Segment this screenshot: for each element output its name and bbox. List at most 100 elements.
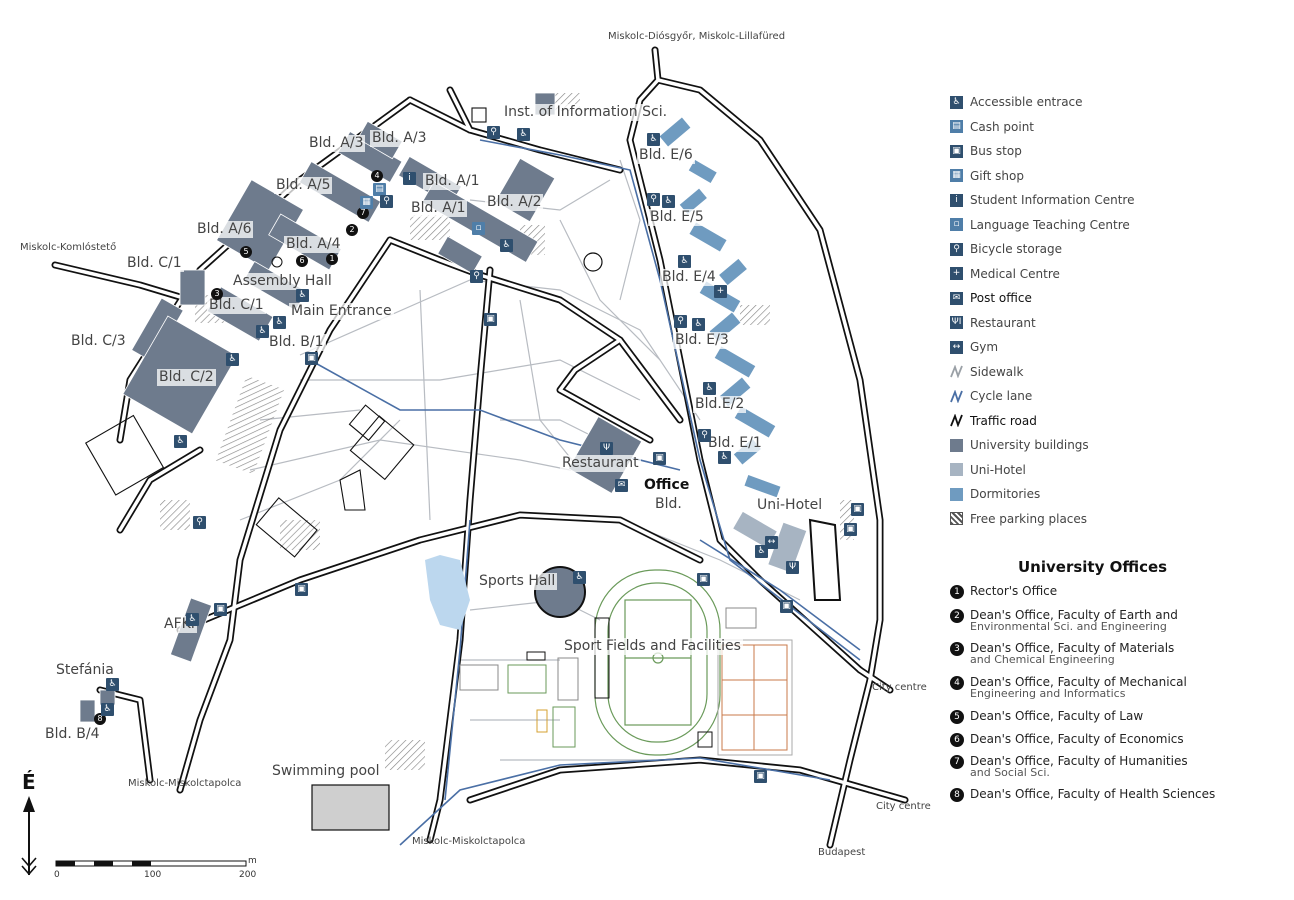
- office-marker-6[interactable]: 6: [296, 255, 308, 267]
- legend-item-label: University buildings: [970, 438, 1089, 453]
- label-inst-information[interactable]: Inst. of Information Sci.: [502, 104, 670, 121]
- label-bld-e5[interactable]: Bld. E/5: [648, 209, 706, 226]
- office-marker-2[interactable]: 2: [346, 224, 358, 236]
- label-swimming-pool[interactable]: Swimming pool: [270, 763, 382, 780]
- fork-knife-icon[interactable]: Ψ: [600, 442, 613, 455]
- bus-stop-icon[interactable]: ▣: [844, 523, 857, 536]
- legend-item-label: Gift shop: [970, 168, 1024, 183]
- bus-stop-icon[interactable]: ▣: [780, 600, 793, 613]
- legend-item-label: Dormitories: [970, 487, 1041, 502]
- campus-map[interactable]: Miskolc-Diósgyőr, Miskolc-Lillafüred Mis…: [0, 0, 940, 900]
- accessible-icon[interactable]: ♿: [755, 545, 768, 558]
- label-bld-c1[interactable]: Bld. C/1: [207, 297, 266, 314]
- accessible-icon[interactable]: ♿: [273, 316, 286, 329]
- accessible-icon[interactable]: ♿: [106, 678, 119, 691]
- office-marker-3[interactable]: 3: [211, 288, 223, 300]
- label-bld-a2[interactable]: Bld. A/2: [485, 194, 544, 211]
- label-sports-hall[interactable]: Sports Hall: [477, 573, 558, 590]
- label-bld-b4[interactable]: Bld. B/4: [43, 726, 102, 743]
- bicycle-icon[interactable]: ⚲: [698, 429, 711, 442]
- accessible-icon[interactable]: ♿: [573, 571, 586, 584]
- legend-item-label: Cycle lane: [970, 389, 1033, 404]
- parking-hatch-swatch: [950, 512, 963, 526]
- label-sport-fields[interactable]: Sport Fields and Facilities: [562, 638, 743, 655]
- label-main-entrance[interactable]: Main Entrance: [289, 303, 394, 320]
- label-bld-a3-right[interactable]: Bld. A/3: [370, 130, 429, 147]
- bus-stop-icon[interactable]: ▣: [754, 770, 767, 783]
- label-bld-e1[interactable]: Bld. E/1: [706, 435, 764, 452]
- accessible-icon[interactable]: ♿: [678, 255, 691, 268]
- label-assembly-hall[interactable]: Assembly Hall: [231, 273, 334, 290]
- pond-area: [425, 555, 470, 630]
- accessible-icon[interactable]: ♿: [296, 289, 309, 302]
- bus-stop-icon[interactable]: ▣: [653, 452, 666, 465]
- language-centre-icon: ▫: [950, 218, 963, 232]
- label-bld-c3[interactable]: Bld. C/3: [69, 333, 128, 350]
- bus-stop-icon[interactable]: ▣: [851, 503, 864, 516]
- accessible-icon[interactable]: ♿: [718, 451, 731, 464]
- bicycle-icon[interactable]: ⚲: [470, 270, 483, 283]
- bus-stop-icon[interactable]: ▣: [214, 603, 227, 616]
- office-marker-4[interactable]: 4: [371, 170, 383, 182]
- office-marker-7[interactable]: 7: [357, 207, 369, 219]
- bus-stop-icon[interactable]: ▣: [305, 352, 318, 365]
- legend-item: Sidewalk: [950, 360, 1270, 385]
- office-marker-8[interactable]: 8: [94, 713, 106, 725]
- information-icon[interactable]: i: [403, 172, 416, 185]
- accessible-icon[interactable]: ♿: [101, 703, 114, 716]
- bicycle-icon[interactable]: ⚲: [380, 195, 393, 208]
- label-bld-a6[interactable]: Bld. A/6: [195, 221, 254, 238]
- bicycle-icon[interactable]: ⚲: [674, 315, 687, 328]
- label-bld-a1-bottom[interactable]: Bld. A/1: [409, 200, 468, 217]
- office-sublabel: Engineering and Informatics: [970, 687, 1126, 700]
- accessible-icon[interactable]: ♿: [692, 318, 705, 331]
- label-bld-e6[interactable]: Bld. E/6: [637, 147, 695, 164]
- label-bld-c2[interactable]: Bld. C/2: [157, 369, 216, 386]
- language-centre-icon[interactable]: ▫: [472, 222, 485, 235]
- bicycle-icon[interactable]: ⚲: [193, 516, 206, 529]
- office-marker-5[interactable]: 5: [240, 246, 252, 258]
- bus-stop-icon[interactable]: ▣: [295, 583, 308, 596]
- label-bld-a5[interactable]: Bld. A/5: [274, 177, 333, 194]
- gift-shop-icon[interactable]: ▦: [360, 196, 373, 209]
- label-uni-hotel[interactable]: Uni-Hotel: [755, 497, 825, 514]
- accessible-icon[interactable]: ♿: [662, 195, 675, 208]
- medical-cross-icon[interactable]: +: [714, 285, 727, 298]
- accessible-icon[interactable]: ♿: [703, 382, 716, 395]
- label-bld-a4[interactable]: Bld. A/4: [284, 236, 343, 253]
- label-office[interactable]: Office: [642, 477, 692, 494]
- label-bld-e3[interactable]: Bld. E/3: [673, 332, 731, 349]
- legend-item-label: Bicycle storage: [970, 242, 1062, 257]
- label-bld-b1[interactable]: Bld. B/1: [267, 334, 326, 351]
- fork-knife-icon[interactable]: Ψ: [786, 561, 799, 574]
- envelope-icon[interactable]: ✉: [615, 479, 628, 492]
- accessible-icon[interactable]: ♿: [500, 239, 513, 252]
- bus-stop-icon[interactable]: ▣: [697, 573, 710, 586]
- bicycle-icon[interactable]: ⚲: [647, 193, 660, 206]
- label-bld-e2[interactable]: Bld.E/2: [693, 396, 747, 413]
- uni-hotel-swatch: [950, 463, 963, 477]
- office-number-badge: 7: [950, 755, 964, 769]
- accessible-icon[interactable]: ♿: [174, 435, 187, 448]
- office-sublabel: Environmental Sci. and Engineering: [970, 620, 1167, 633]
- label-bld-a1-top[interactable]: Bld. A/1: [423, 173, 482, 190]
- label-stefania[interactable]: Stefánia: [54, 662, 116, 679]
- label-bld-e4[interactable]: Bld. E/4: [660, 269, 718, 286]
- accessible-icon[interactable]: ♿: [647, 133, 660, 146]
- label-restaurant[interactable]: Restaurant: [560, 455, 641, 472]
- office-marker-1[interactable]: 1: [326, 253, 338, 265]
- accessible-icon[interactable]: ♿: [226, 353, 239, 366]
- bicycle-icon[interactable]: ⚲: [487, 126, 500, 139]
- dumbbell-icon[interactable]: ↔: [765, 536, 778, 549]
- cash-point-icon[interactable]: ▤: [373, 183, 386, 196]
- office-label: Dean's Office, Faculty of Materials: [970, 641, 1175, 655]
- accessible-icon[interactable]: ♿: [256, 325, 269, 338]
- accessible-icon[interactable]: ♿: [186, 613, 199, 626]
- label-bld-a3-left[interactable]: Bld. A/3: [307, 135, 366, 152]
- legend-item-label: Uni-Hotel: [970, 462, 1026, 477]
- label-office-bld[interactable]: Bld.: [653, 496, 684, 513]
- label-bld-c1-left[interactable]: Bld. C/1: [125, 255, 184, 272]
- accessible-icon[interactable]: ♿: [517, 128, 530, 141]
- bus-stop-icon[interactable]: ▣: [484, 313, 497, 326]
